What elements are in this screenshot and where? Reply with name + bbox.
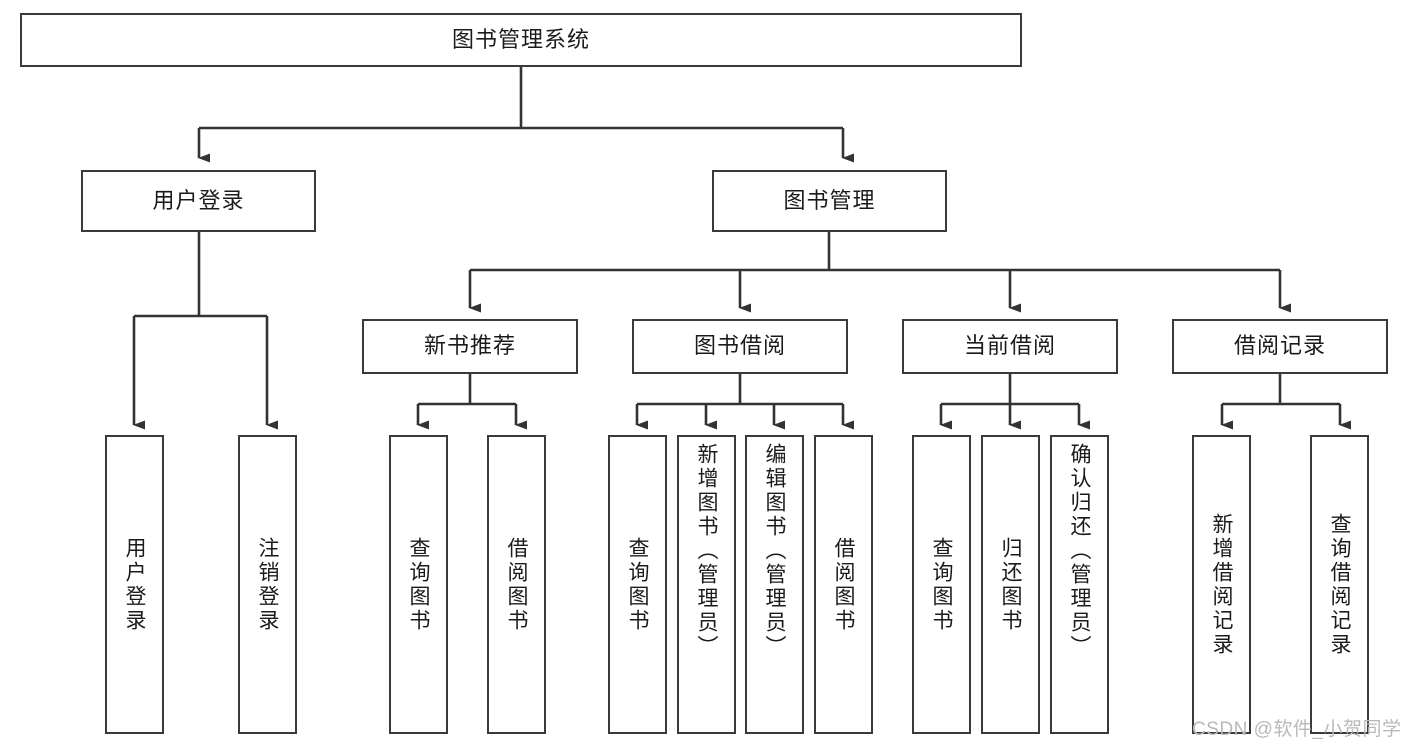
leaf-current-borrow-query-book[interactable]: 查询图书 [912, 435, 971, 734]
node-current-borrow[interactable]: 当前借阅 [902, 319, 1118, 374]
node-label: 图书管理系统 [451, 26, 590, 52]
leaf-current-borrow-confirm-return-admin[interactable]: 确认归还（管理员） [1050, 435, 1109, 734]
node-label: 新增图书（管理员） [695, 443, 718, 659]
leaf-user-login-login[interactable]: 用户登录 [105, 435, 164, 734]
leaf-book-borrow-query-book[interactable]: 查询图书 [608, 435, 667, 734]
node-root-book-management-system[interactable]: 图书管理系统 [20, 13, 1022, 67]
csdn-watermark: CSDN @软件_小贺同学 [1192, 719, 1402, 740]
node-label: 图书管理 [783, 187, 876, 213]
node-label: 借阅记录 [1233, 333, 1326, 359]
leaf-book-borrow-edit-book-admin[interactable]: 编辑图书（管理员） [745, 435, 804, 734]
node-label: 借阅图书 [832, 536, 855, 633]
node-label: 新增借阅记录 [1210, 512, 1233, 657]
leaf-book-borrow-borrow-book[interactable]: 借阅图书 [814, 435, 873, 734]
node-new-book-recommend[interactable]: 新书推荐 [362, 319, 578, 374]
leaf-new-book-query-book[interactable]: 查询图书 [389, 435, 448, 734]
node-label: 归还图书 [999, 536, 1022, 633]
node-label: 查询借阅记录 [1328, 512, 1351, 657]
node-label: 当前借阅 [963, 333, 1056, 359]
leaf-new-book-borrow-book[interactable]: 借阅图书 [487, 435, 546, 734]
node-label: 确认归还（管理员） [1068, 443, 1091, 659]
node-label: 查询图书 [626, 536, 649, 633]
node-book-management[interactable]: 图书管理 [712, 170, 947, 232]
node-user-login[interactable]: 用户登录 [81, 170, 316, 232]
leaf-current-borrow-return-book[interactable]: 归还图书 [981, 435, 1040, 734]
leaf-borrow-record-query-record[interactable]: 查询借阅记录 [1310, 435, 1369, 734]
leaf-borrow-record-add-record[interactable]: 新增借阅记录 [1192, 435, 1251, 734]
node-label: 编辑图书（管理员） [763, 443, 786, 659]
node-label: 用户登录 [123, 536, 146, 633]
node-borrow-record[interactable]: 借阅记录 [1172, 319, 1388, 374]
leaf-user-login-logout[interactable]: 注销登录 [238, 435, 297, 734]
leaf-book-borrow-add-book-admin[interactable]: 新增图书（管理员） [677, 435, 736, 734]
node-label: 借阅图书 [505, 536, 528, 633]
node-book-borrow[interactable]: 图书借阅 [632, 319, 848, 374]
node-label: 图书借阅 [693, 333, 786, 359]
node-label: 注销登录 [256, 536, 279, 633]
node-label: 查询图书 [930, 536, 953, 633]
node-label: 新书推荐 [423, 333, 516, 359]
node-label: 用户登录 [152, 187, 245, 213]
node-label: 查询图书 [407, 536, 430, 633]
